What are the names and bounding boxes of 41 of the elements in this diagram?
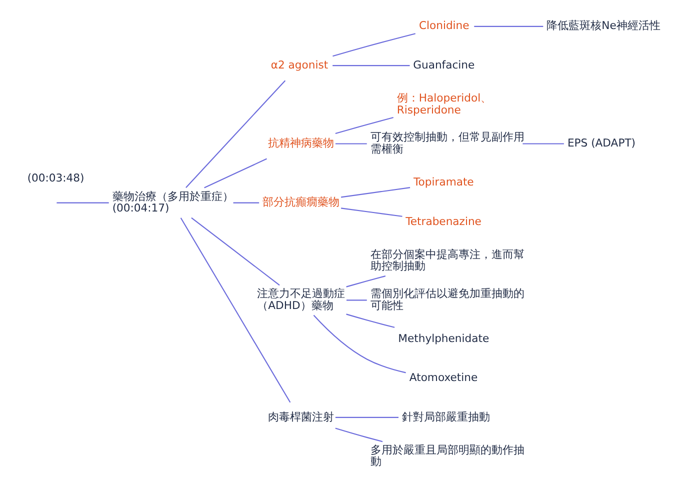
connector xyxy=(180,218,290,403)
connector xyxy=(522,143,564,144)
connector xyxy=(332,64,410,66)
connector xyxy=(346,300,366,301)
connector xyxy=(185,80,286,188)
node-text: Guanfacine xyxy=(412,58,474,72)
connector xyxy=(334,416,398,418)
connector xyxy=(340,208,402,217)
node-text: α2 agonist xyxy=(270,58,328,72)
node-text: 藥物治療（多用於重症） (00:04:17) xyxy=(112,190,233,214)
node-text: 針對局部嚴重抽動 xyxy=(401,410,490,424)
node-text: Methylphenidate xyxy=(398,332,489,346)
node-text: Atomoxetine xyxy=(408,371,478,384)
connector xyxy=(340,187,410,198)
node-text: Topiramate xyxy=(413,176,474,189)
node-text: Clonidine xyxy=(418,19,469,32)
node-text: 注意力不足過動症（ADHD）藥物 xyxy=(256,287,345,312)
node-text: 降低藍斑核Ne神經活性 xyxy=(546,19,660,32)
connector xyxy=(56,202,108,204)
connector xyxy=(334,428,382,442)
connector xyxy=(190,217,280,286)
node-text: 抗精神病藥物 xyxy=(267,136,334,150)
connector xyxy=(346,314,394,328)
connector xyxy=(204,158,266,188)
node-text: EPS (ADAPT) xyxy=(566,136,636,150)
node-text: Tetrabenazine xyxy=(405,214,481,228)
node-text: 多用於嚴重且局部明顯的動作抽動 xyxy=(370,444,524,468)
connector xyxy=(312,314,406,374)
connector xyxy=(332,33,415,57)
label: (00:03:48) xyxy=(26,172,84,185)
connector xyxy=(474,26,543,27)
node-text: 需個別化評估以避免加重抽動的可能性 xyxy=(370,287,524,312)
node-text: 可有效控制抽動，但常見副作用需權衡 xyxy=(370,130,524,156)
connector xyxy=(346,276,386,288)
node-text: 例：Haloperidol、Risperidone xyxy=(396,92,492,116)
node-text: 部分抗癲癇藥物 xyxy=(262,196,340,209)
connector xyxy=(232,202,259,204)
node-text: 在部分個案中提高專注，進而幫助控制抽動 xyxy=(370,248,524,273)
connector xyxy=(334,143,366,144)
connector xyxy=(334,117,393,134)
node-text: 肉毒桿菌注射 xyxy=(267,410,334,424)
